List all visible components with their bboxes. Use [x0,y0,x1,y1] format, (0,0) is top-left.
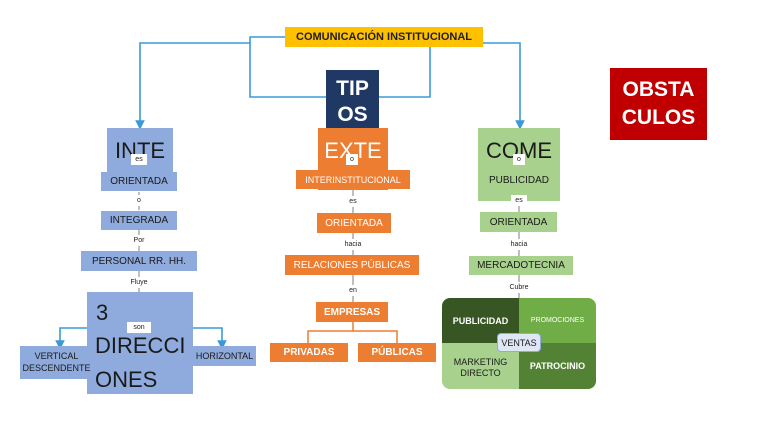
externa-orientada-text: ORIENTADA [325,217,383,229]
externa-publicas-box: PÚBLICAS [358,343,436,362]
grid-marketing-text2: DIRECTO [460,368,501,378]
interna-integrada-box: INTEGRADA [101,211,177,230]
interna-por-label: Por [127,235,151,246]
externa-en-label: en [344,285,362,296]
interna-horizontal-text: HORIZONTAL [195,351,254,361]
comercial-publicidad-text: PUBLICIDAD [488,175,549,186]
grid-ventas: VENTAS [497,333,541,352]
externa-rrpp-box: RELACIONES PÚBLICAS [285,255,419,275]
interna-orientada-box: ORIENTADA [101,172,177,191]
interna-es-label: es [131,154,147,165]
comercial-o-label: o [513,154,525,165]
comercial-mercadotecnia-text: MERCADOTECNIA [477,260,565,271]
comercial-cubre-label: Cubre [504,282,534,293]
externa-inter-box: INTERINSTITUCIONAL [296,170,410,189]
interna-fluye-label: Fluye [125,277,153,288]
interna-direcciones-box: 3 DIRECCI ONES [87,292,193,394]
title-box: COMUNICACIÓN INSTITUCIONAL [285,27,483,47]
comercial-hacia-label: hacia [505,239,533,250]
obstaculos-line2: CULOS [621,106,696,129]
externa-inter-text: INTERINSTITUCIONAL [305,174,401,185]
externa-privadas-box: PRIVADAS [270,343,348,362]
interna-vertical-text: VERTICAL [34,351,79,361]
externa-empresas-text: EMPRESAS [323,306,381,318]
externa-orientada-box: ORIENTADA [317,213,391,233]
grid-publicidad-text: PUBLICIDAD [452,315,509,326]
grid-marketing-text1: MARKETING [453,357,508,367]
externa-privadas-text: PRIVADAS [283,347,335,358]
interna-horizontal-box: HORIZONTAL [193,346,256,366]
interna-descendente-text: DESCENDENTE [22,363,91,373]
interna-personal-text: PERSONAL RR. HH. [91,255,187,267]
tipos-line2: OS [337,103,368,126]
externa-es-label: es [345,196,361,207]
tipos-line1: TIP [336,77,369,100]
comercial-es-label: es [511,195,527,206]
interna-vertical-box: VERTICAL DESCENDENTE [20,346,93,379]
title-text: COMUNICACIÓN INSTITUCIONAL [296,31,472,43]
comercial-orientada-box: ORIENTADA [480,212,557,232]
interna-dir-number: 3 [96,300,109,325]
interna-orientada-text: ORIENTADA [110,176,168,187]
grid-patrocinio-text: PATROCINIO [529,361,586,371]
externa-empresas-box: EMPRESAS [316,302,388,322]
externa-hacia-label: hacia [339,239,367,250]
externa-o-label: o [346,154,358,165]
comercial-orientada-text: ORIENTADA [489,216,548,228]
obstaculos-box: OBSTA CULOS [610,68,707,140]
interna-dir-word1: DIRECCI [95,333,186,358]
externa-publicas-text: PÚBLICAS [371,347,423,358]
grid-ventas-text: VENTAS [501,337,537,348]
interna-integrada-text: INTEGRADA [109,215,169,226]
tipos-box: TIP OS [326,70,379,134]
interna-o-label: o [133,195,145,206]
interna-personal-box: PERSONAL RR. HH. [81,251,197,271]
interna-son-label: son [127,322,151,333]
comercial-mercadotecnia-box: MERCADOTECNIA [469,256,573,275]
comercial-publicidad-label: PUBLICIDAD [482,173,556,188]
obstaculos-line1: OBSTA [622,78,695,101]
interna-dir-word2: ONES [95,367,158,392]
externa-rrpp-text: RELACIONES PÚBLICAS [293,259,411,271]
grid-promociones-text: PROMOCIONES [530,317,585,324]
